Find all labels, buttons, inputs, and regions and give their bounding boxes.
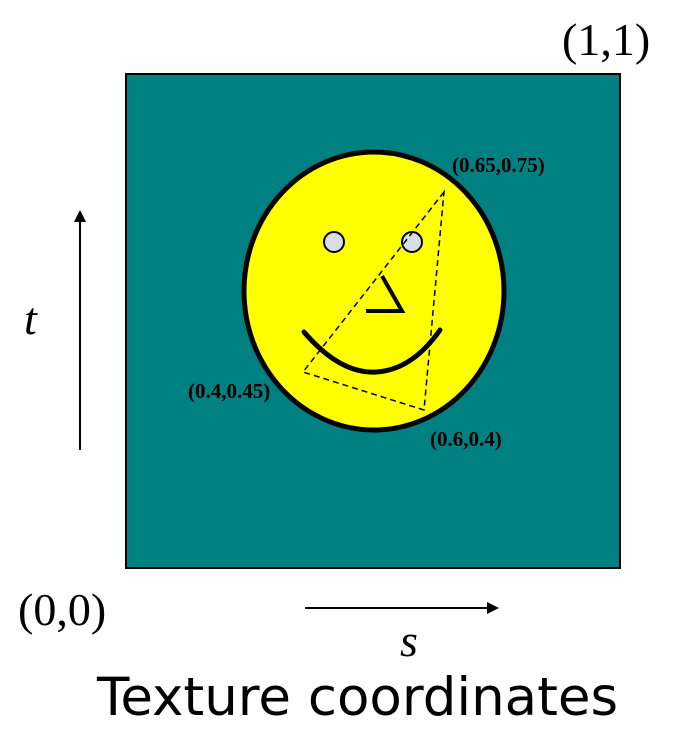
left-eye-icon [323, 231, 345, 253]
point-label-left: (0.4,0.45) [188, 379, 270, 403]
corner-label-top-right: (1,1) [562, 14, 650, 65]
mouth-curve [301, 327, 443, 375]
s-axis-label: s [400, 615, 418, 666]
point-label-top: (0.65,0.75) [452, 153, 545, 177]
diagram-caption: Texture coordinates [96, 667, 618, 728]
corner-label-bottom-left: (0,0) [18, 584, 106, 635]
texture-triangle [301, 189, 445, 411]
t-axis-label: t [24, 293, 38, 344]
point-label-bottom: (0.6,0.4) [430, 427, 502, 451]
smiley-face [241, 149, 507, 433]
nose-shape [366, 275, 406, 313]
